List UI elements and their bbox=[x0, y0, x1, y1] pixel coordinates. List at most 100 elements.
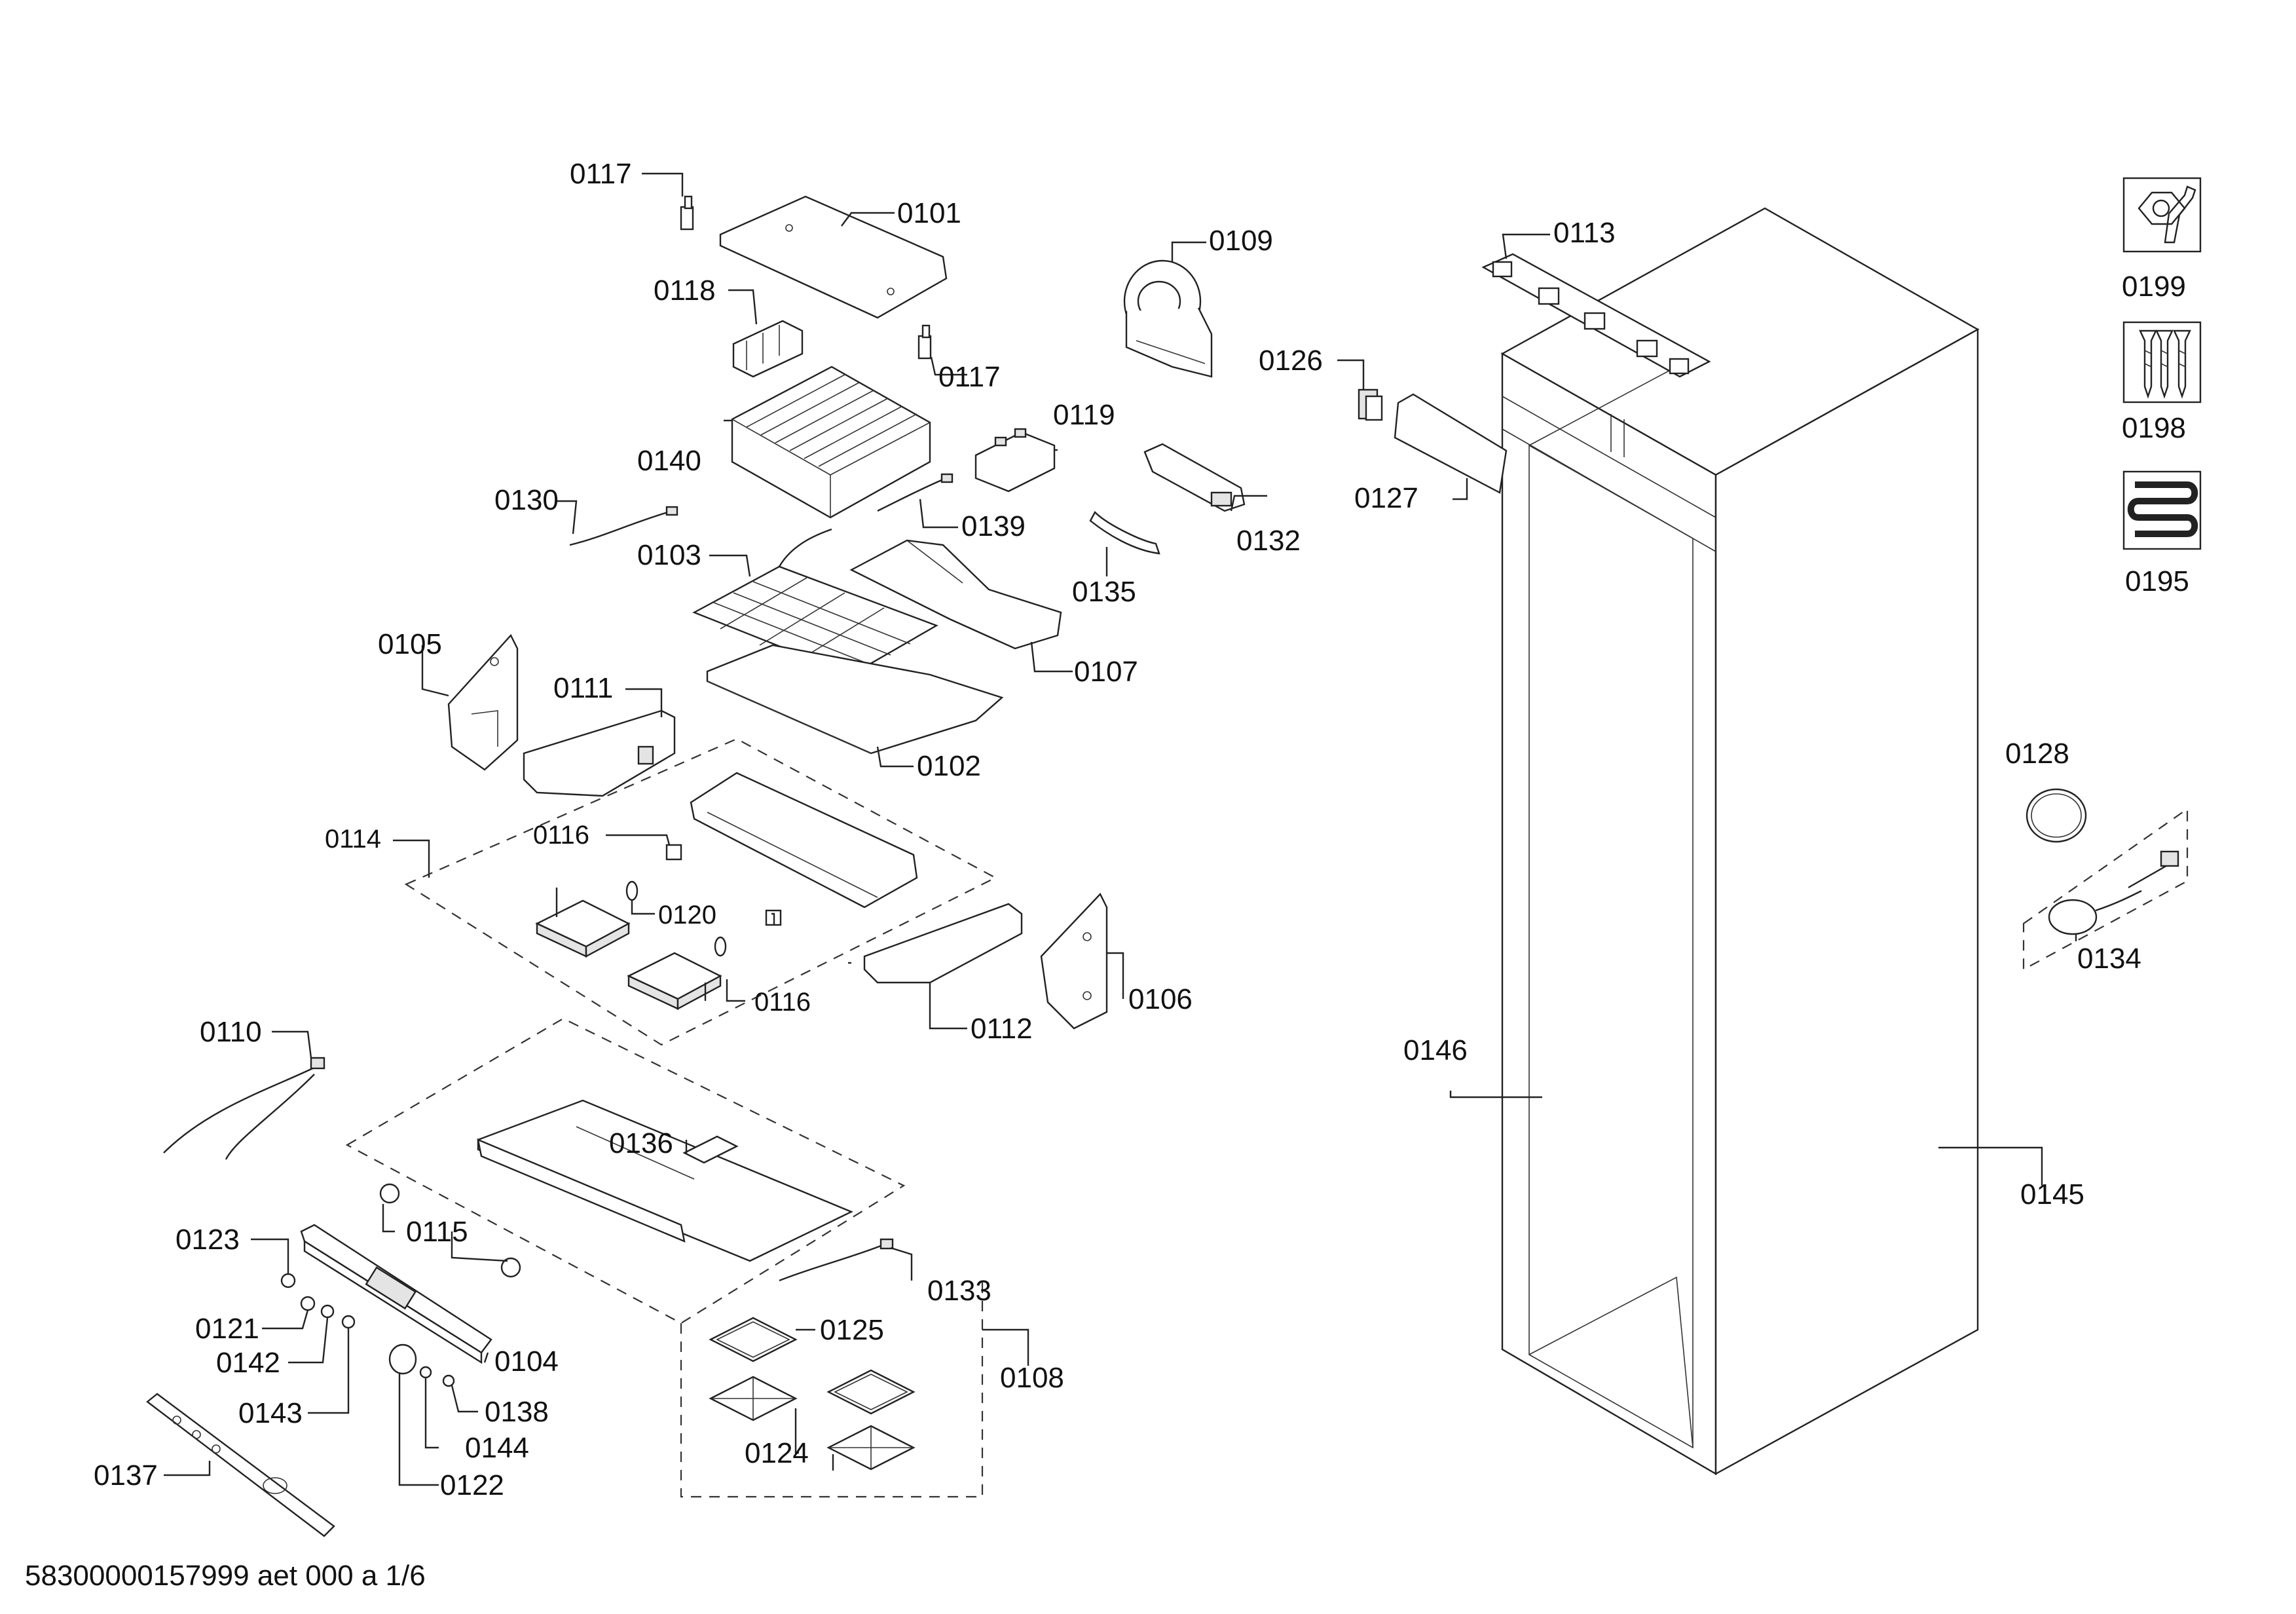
wire-harness[interactable] bbox=[163, 1057, 325, 1160]
knob-0115[interactable] bbox=[379, 1183, 400, 1204]
display-panel[interactable] bbox=[1394, 393, 1508, 494]
label-0112[interactable]: 0112 bbox=[971, 1013, 1033, 1045]
clamp-ring[interactable] bbox=[2026, 788, 2087, 843]
label-0120[interactable]: 0120 bbox=[658, 901, 716, 929]
label-0105[interactable]: 0105 bbox=[378, 628, 442, 660]
front-plate[interactable] bbox=[146, 1393, 335, 1537]
mount-bracket-a[interactable] bbox=[523, 709, 676, 797]
label-0134[interactable]: 0134 bbox=[2077, 943, 2141, 975]
label-0109[interactable]: 0109 bbox=[1209, 225, 1273, 257]
gasket-square-a[interactable] bbox=[709, 1317, 798, 1362]
label-0136[interactable]: 0136 bbox=[609, 1127, 673, 1159]
label-0126[interactable]: 0126 bbox=[1259, 345, 1323, 377]
label-0102[interactable]: 0102 bbox=[917, 750, 981, 782]
label-0199[interactable]: 0199 bbox=[2122, 271, 2186, 303]
label-0195[interactable]: 0195 bbox=[2125, 565, 2189, 597]
lamp-socket-a[interactable] bbox=[665, 844, 682, 861]
label-0144[interactable]: 0144 bbox=[465, 1432, 529, 1464]
mount-bracket-b[interactable] bbox=[863, 903, 1023, 984]
label-0125[interactable]: 0125 bbox=[820, 1314, 884, 1346]
label-0122[interactable]: 0122 bbox=[440, 1469, 504, 1501]
label-0114[interactable]: 0114 bbox=[325, 825, 381, 854]
coil-icon[interactable] bbox=[2122, 470, 2202, 550]
handle-part[interactable] bbox=[1143, 443, 1246, 512]
label-0145[interactable]: 0145 bbox=[2020, 1178, 2084, 1210]
clip-part-a[interactable] bbox=[680, 195, 694, 231]
label-0110[interactable]: 0110 bbox=[200, 1016, 262, 1048]
label-0140[interactable]: 0140 bbox=[637, 445, 701, 477]
label-0101[interactable]: 0101 bbox=[897, 197, 961, 229]
heat-sink[interactable] bbox=[732, 320, 804, 378]
clip-part-c[interactable] bbox=[1089, 511, 1160, 555]
gasket-pad-a[interactable] bbox=[709, 1376, 798, 1421]
motor-part[interactable] bbox=[2048, 850, 2179, 935]
label-0119[interactable]: 0119 bbox=[1053, 399, 1115, 431]
lamp-cover-b[interactable] bbox=[627, 952, 722, 1011]
label-0130[interactable]: 0130 bbox=[494, 484, 559, 516]
fan-part[interactable] bbox=[1123, 259, 1213, 378]
button-0144[interactable] bbox=[419, 1366, 432, 1379]
bulb-a[interactable] bbox=[625, 880, 639, 901]
drip-tray[interactable] bbox=[706, 644, 1004, 755]
knob-0115-b[interactable] bbox=[500, 1257, 521, 1278]
label-0113[interactable]: 0113 bbox=[1553, 217, 1616, 249]
label-0103[interactable]: 0103 bbox=[637, 539, 701, 571]
button-0138[interactable] bbox=[442, 1374, 455, 1387]
label-0117b[interactable]: 0117 bbox=[938, 361, 1001, 393]
gasket-pad-b[interactable] bbox=[826, 1425, 916, 1471]
label-0111[interactable]: 0111 bbox=[553, 672, 613, 704]
light-housing[interactable] bbox=[690, 772, 918, 909]
sensor-cable-a[interactable] bbox=[569, 511, 669, 546]
wrench-nut-icon[interactable] bbox=[2122, 177, 2202, 253]
control-panel-board[interactable] bbox=[300, 1224, 492, 1364]
top-cover[interactable] bbox=[719, 195, 948, 319]
temperature-probe[interactable] bbox=[779, 1243, 885, 1282]
clip-part-b[interactable] bbox=[917, 324, 932, 360]
label-0115[interactable]: 0115 bbox=[406, 1216, 468, 1248]
evaporator-coil[interactable] bbox=[731, 366, 931, 519]
label-0127[interactable]: 0127 bbox=[1354, 482, 1418, 514]
cabinet-body[interactable] bbox=[1500, 207, 1980, 1476]
label-0123[interactable]: 0123 bbox=[176, 1224, 240, 1256]
label-0138[interactable]: 0138 bbox=[485, 1396, 549, 1428]
label-0133[interactable]: 0133 bbox=[927, 1275, 991, 1307]
bulb-b[interactable] bbox=[714, 936, 727, 957]
button-0142[interactable] bbox=[320, 1304, 335, 1319]
label-0142[interactable]: 0142 bbox=[216, 1347, 280, 1379]
label-0198[interactable]: 0198 bbox=[2122, 412, 2186, 444]
knob-0122[interactable] bbox=[388, 1343, 417, 1375]
side-bracket-left[interactable] bbox=[447, 633, 519, 771]
button-0143[interactable] bbox=[341, 1315, 356, 1329]
label-0146[interactable]: 0146 bbox=[1403, 1034, 1468, 1066]
top-bracket[interactable] bbox=[1481, 253, 1711, 378]
side-bracket-right[interactable] bbox=[1040, 892, 1108, 1030]
label-0132[interactable]: 0132 bbox=[1236, 525, 1301, 557]
condenser-grid[interactable] bbox=[692, 528, 938, 676]
label-0118[interactable]: 0118 bbox=[654, 274, 716, 307]
label-0116b[interactable]: 0116 bbox=[754, 988, 811, 1017]
label-0116a[interactable]: 0116 bbox=[533, 821, 589, 850]
lamp-cover-a[interactable] bbox=[535, 899, 631, 958]
gasket-square-b[interactable] bbox=[826, 1369, 916, 1415]
switch-part[interactable] bbox=[1358, 388, 1383, 421]
label-0104[interactable]: 0104 bbox=[494, 1345, 559, 1378]
sensor-block[interactable] bbox=[682, 1135, 739, 1164]
label-0135[interactable]: 0135 bbox=[1072, 576, 1136, 608]
drain-channel[interactable] bbox=[849, 539, 1062, 650]
label-0128[interactable]: 0128 bbox=[2005, 738, 2069, 770]
label-0137[interactable]: 0137 bbox=[94, 1459, 158, 1492]
relay-part[interactable] bbox=[974, 428, 1056, 493]
screws-icon[interactable] bbox=[2122, 321, 2202, 404]
button-0121[interactable] bbox=[300, 1296, 316, 1311]
label-0143[interactable]: 0143 bbox=[238, 1397, 303, 1429]
button-0123[interactable] bbox=[280, 1273, 296, 1288]
sensor-cable-b[interactable] bbox=[877, 478, 944, 512]
control-housing[interactable] bbox=[477, 1099, 853, 1262]
label-0106[interactable]: 0106 bbox=[1128, 983, 1193, 1015]
label-0139[interactable]: 0139 bbox=[961, 510, 1026, 542]
label-0121[interactable]: 0121 bbox=[195, 1313, 259, 1345]
label-0124[interactable]: 0124 bbox=[745, 1437, 809, 1469]
label-0108[interactable]: 0108 bbox=[1000, 1362, 1064, 1394]
label-0107[interactable]: 0107 bbox=[1074, 656, 1138, 688]
label-0117a[interactable]: 0117 bbox=[570, 158, 632, 190]
